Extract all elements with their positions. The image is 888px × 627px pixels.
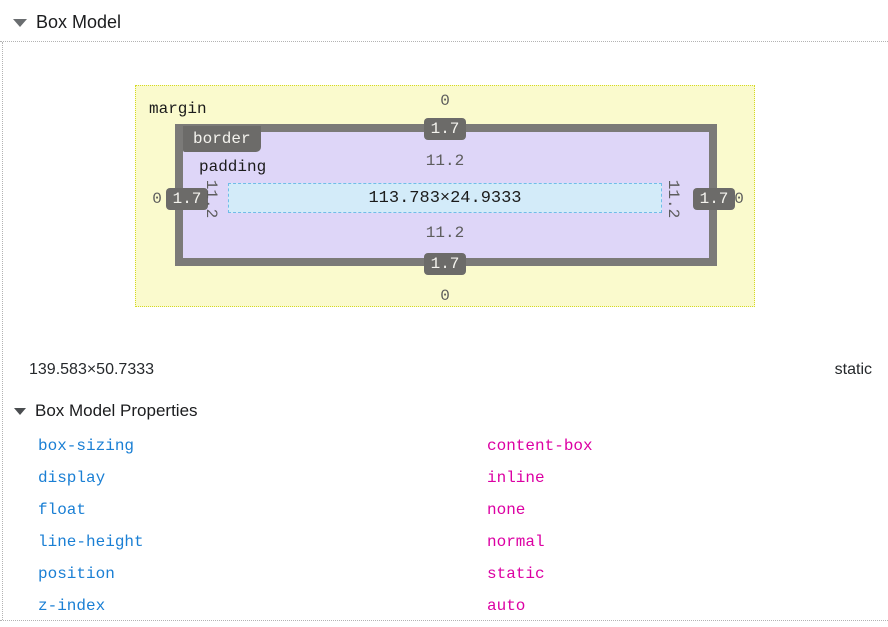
margin-top-value[interactable]: 0 (440, 92, 450, 110)
padding-bottom-value[interactable]: 11.2 (425, 224, 465, 242)
property-name: float (38, 501, 87, 519)
panel-left-border (2, 42, 3, 620)
element-position: static (834, 361, 872, 378)
content-region[interactable]: 113.783×24.9333 (228, 183, 662, 213)
property-name: display (38, 469, 106, 487)
property-value[interactable]: inline (487, 469, 545, 487)
margin-label: margin (149, 100, 207, 118)
padding-left-value[interactable]: 11.2 (202, 179, 220, 219)
padding-top-value[interactable]: 11.2 (425, 152, 465, 170)
property-row: box-sizing content-box (38, 430, 878, 462)
header-divider (0, 41, 888, 42)
border-top-value[interactable]: 1.7 (424, 118, 466, 140)
property-row: line-height normal (38, 526, 878, 558)
property-row: display inline (38, 462, 878, 494)
section-title: Box Model (36, 12, 122, 32)
properties-section-header[interactable]: Box Model Properties (14, 401, 198, 421)
border-label: border (183, 126, 261, 152)
collapse-arrow-icon (14, 407, 26, 415)
margin-left-value[interactable]: 0 (152, 190, 162, 208)
property-name: box-sizing (38, 437, 135, 455)
property-row: float none (38, 494, 878, 526)
border-left-value[interactable]: 1.7 (166, 188, 208, 210)
border-right-value[interactable]: 1.7 (693, 188, 735, 210)
property-name: position (38, 565, 115, 583)
element-dimensions: 139.583×50.7333 (29, 361, 155, 378)
property-row: z-index auto (38, 590, 878, 622)
padding-right-value[interactable]: 11.2 (664, 179, 682, 219)
border-bottom-value[interactable]: 1.7 (424, 253, 466, 275)
collapse-arrow-icon (13, 18, 27, 27)
padding-label: padding (199, 158, 267, 176)
properties-list: box-sizing content-box display inline fl… (38, 430, 878, 622)
property-value[interactable]: content-box (487, 437, 593, 455)
property-value[interactable]: auto (487, 597, 526, 615)
bottom-divider (0, 620, 888, 621)
box-model-section-header[interactable]: Box Model (13, 12, 121, 33)
property-name: z-index (38, 597, 106, 615)
property-row: position static (38, 558, 878, 590)
properties-section-title: Box Model Properties (35, 401, 198, 420)
margin-bottom-value[interactable]: 0 (440, 287, 450, 305)
content-size-label: 113.783×24.9333 (368, 188, 522, 208)
property-value[interactable]: normal (487, 533, 545, 551)
property-value[interactable]: none (487, 501, 526, 519)
property-value[interactable]: static (487, 565, 545, 583)
margin-right-value[interactable]: 0 (734, 190, 744, 208)
property-name: line-height (38, 533, 144, 551)
